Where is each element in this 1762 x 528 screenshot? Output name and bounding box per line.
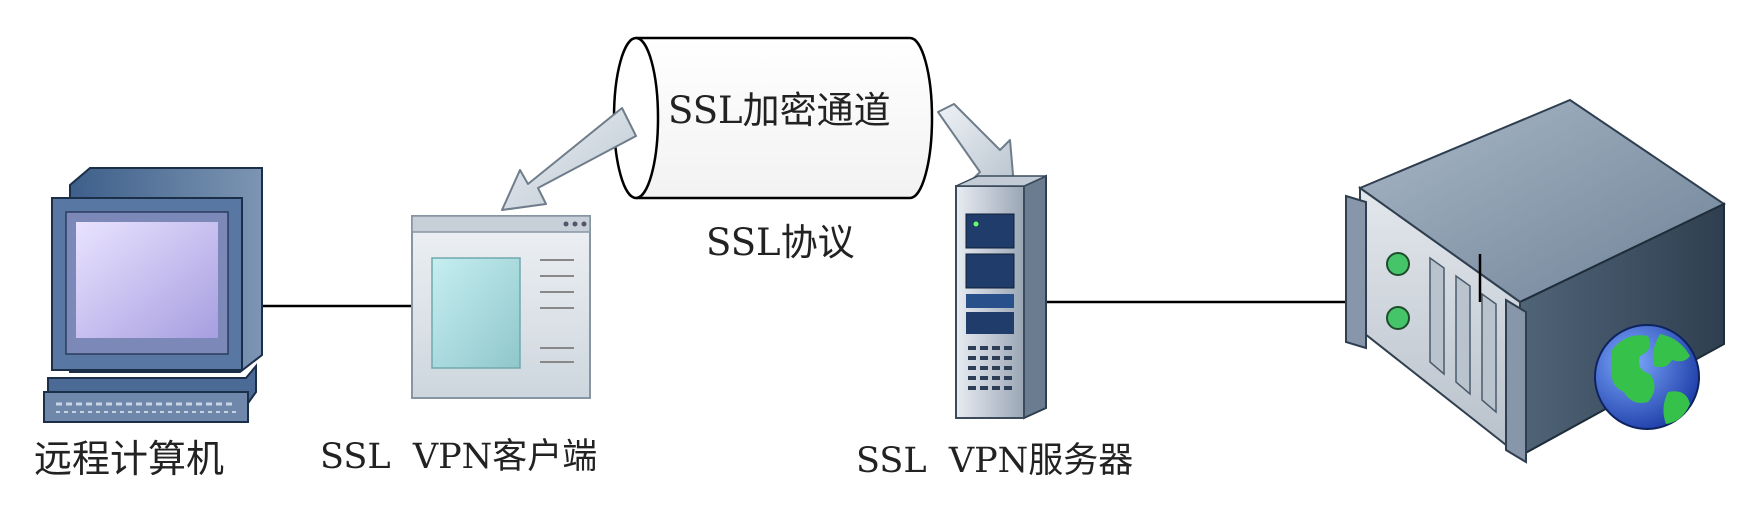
vpn-server-label: SSL VPN服务器 [856,441,1134,481]
arrow-to-server [937,103,1015,187]
remote-computer-label: 远程计算机 [34,437,225,481]
arrow-to-client [501,107,637,211]
protocol-label: SSL协议 [706,221,855,264]
rack-server-globe-icon [1345,98,1727,464]
ssl-tunnel-cylinder [612,36,934,200]
vpn-client-label: SSL VPN客户端 [320,437,598,477]
application-window-icon [411,215,591,399]
tunnel-label: SSL加密通道 [668,89,891,132]
desktop-computer-icon [43,167,263,423]
tower-server-icon [955,174,1047,420]
